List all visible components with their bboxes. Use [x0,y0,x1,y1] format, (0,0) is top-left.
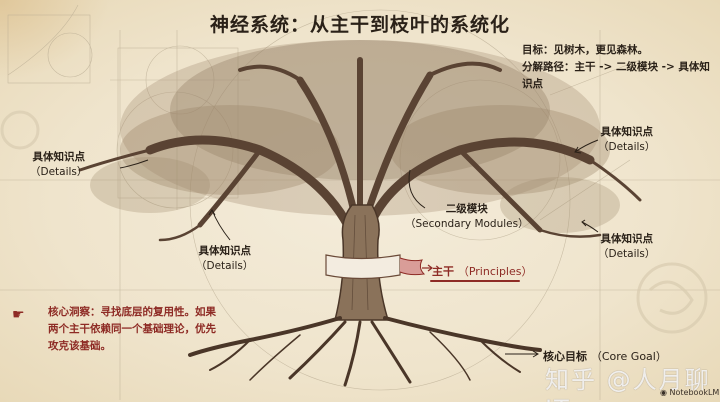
label-zh: 核心目标 [543,350,587,363]
label-zh: 具体知识点 [600,126,653,138]
tree-roots [188,316,542,387]
label-en: （Details） [30,166,88,178]
label-en: （Details） [196,260,254,272]
construction-grid [0,4,720,400]
principles-underline [430,280,520,282]
label-core-goal: 核心目标 （Core Goal） [543,348,667,364]
core-insight-note: 核心洞察：寻找底层的复用性。如果两个主干依赖同一个基础理论，优先攻克该基础。 [48,306,216,352]
label-en: （Secondary Modules） [405,218,529,230]
label-zh: 主干 [432,265,454,278]
goal-line: 目标：见树木，更见森林。 [522,44,648,56]
pointing-hand-icon: ☛ [12,307,25,323]
brand-label: NotebookLM [669,388,720,397]
annotation-arrows [119,139,599,358]
label-details-left-mid: 具体知识点 （Details） [196,244,253,274]
label-details-right-top: 具体知识点 （Details） [598,125,655,155]
notebooklm-icon: ◉ [660,388,667,397]
label-zh: 具体知识点 [32,151,85,163]
label-details-left-top: 具体知识点 （Details） [30,150,87,180]
label-en: （Core Goal） [590,350,667,363]
paper-stain [0,0,110,80]
label-details-right-mid: 具体知识点 （Details） [598,232,655,262]
watermark: 知乎 @人月聊IT [545,366,711,402]
notebooklm-brand: ◉ NotebookLM [660,388,719,397]
label-en: （Details） [598,141,656,153]
label-zh: 具体知识点 [600,233,653,245]
label-zh: 二级模块 [445,203,488,215]
goal-note: 目标：见树木，更见森林。 分解路径：主干 -> 二级模块 -> 具体知识点 [522,42,720,93]
principles-ribbon [325,254,433,280]
decomposition-path-line: 分解路径：主干 -> 二级模块 -> 具体知识点 [522,61,710,90]
label-en: （Principles） [457,265,533,278]
page-title: 神经系统：从主干到枝叶的系统化 [209,14,510,36]
label-principles: 主干 （Principles） [432,263,532,279]
label-en: （Details） [598,248,656,260]
swirl-decoration [0,110,708,334]
label-secondary-modules: 二级模块 （Secondary Modules） [405,202,529,232]
label-zh: 具体知识点 [198,245,251,257]
